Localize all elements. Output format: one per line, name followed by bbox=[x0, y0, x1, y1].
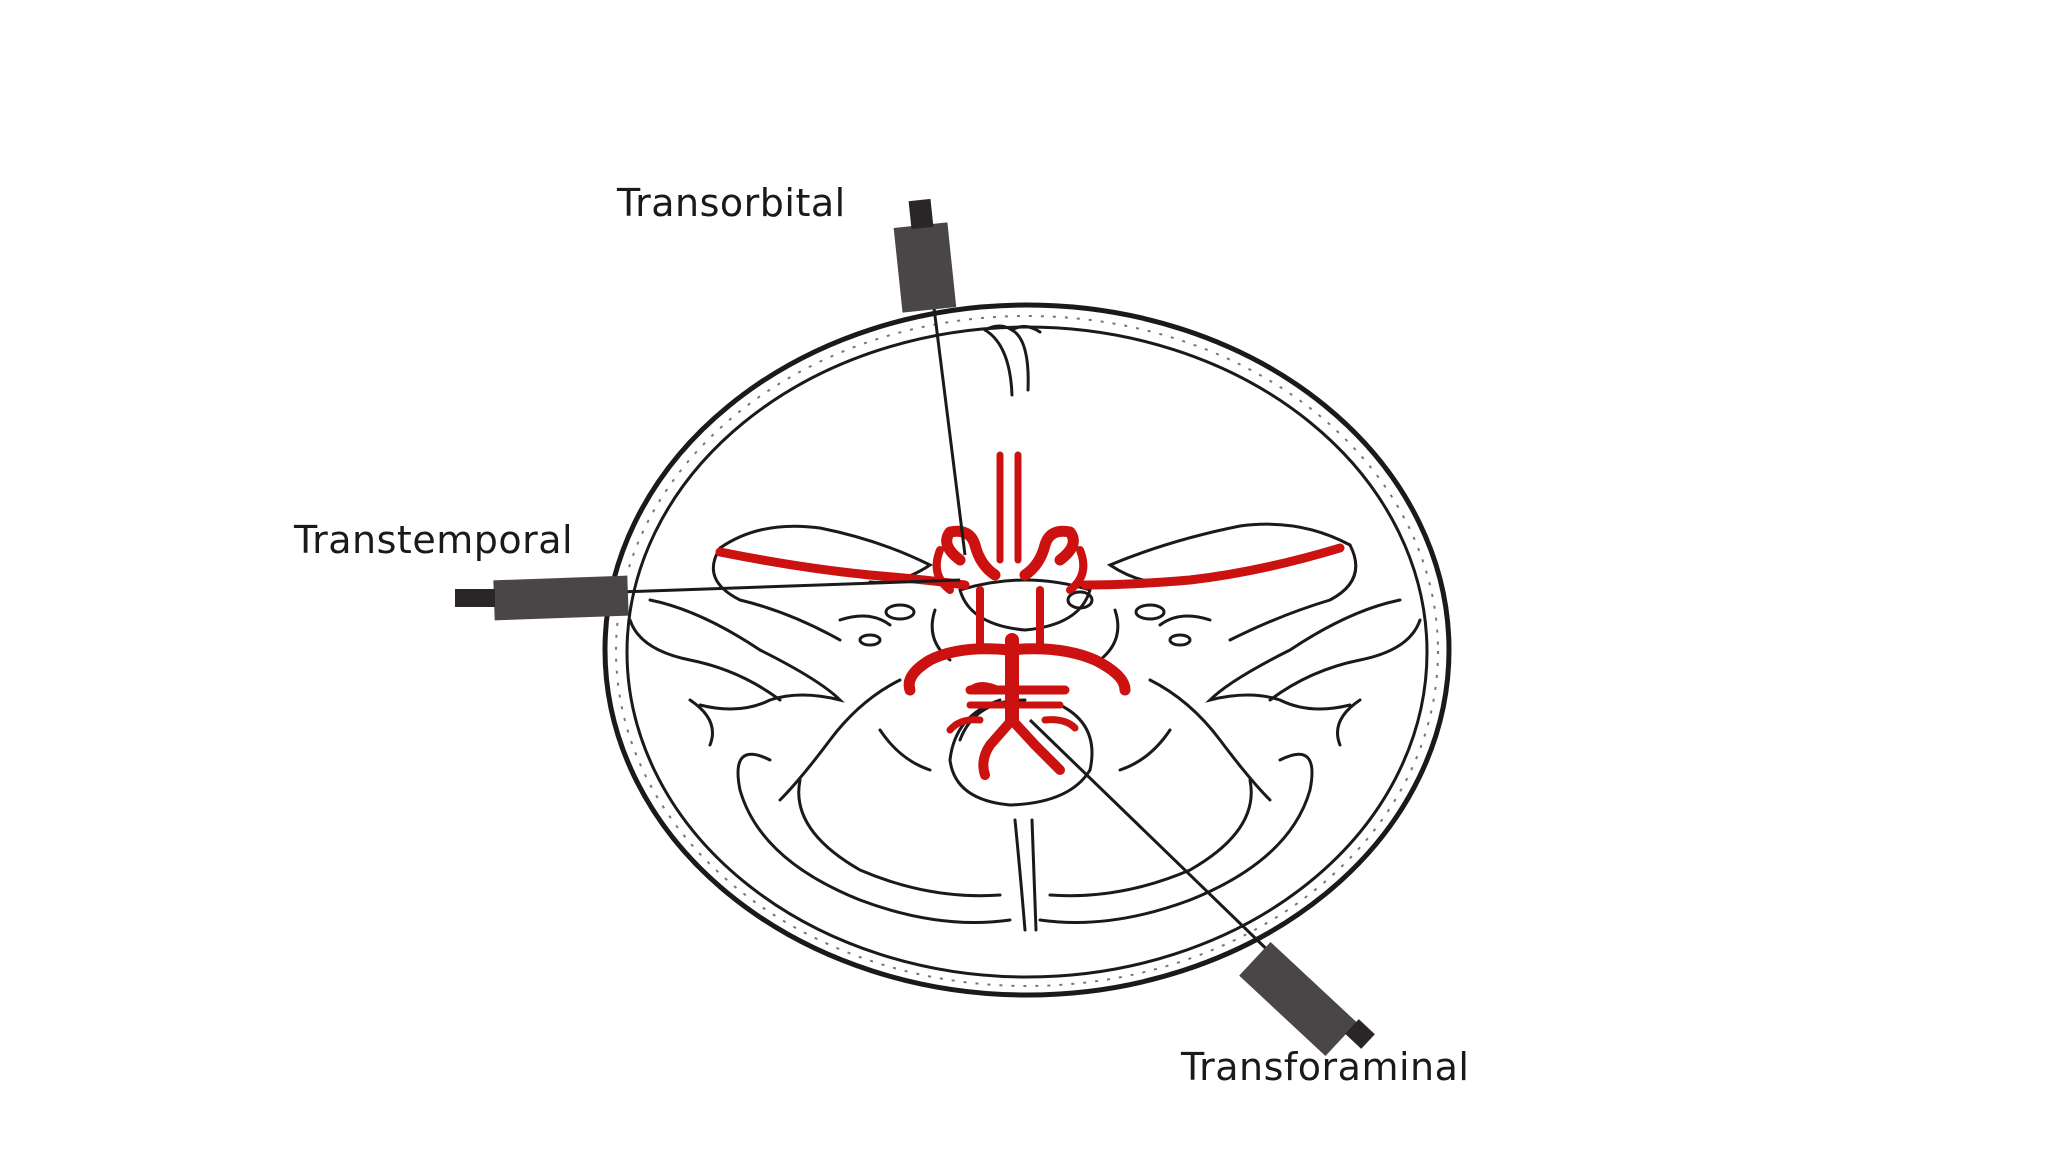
transtemporal-label: Transtemporal bbox=[294, 518, 574, 562]
transtemporal-probe bbox=[455, 575, 629, 621]
transforaminal-label: Transforaminal bbox=[1181, 1045, 1470, 1089]
transforaminal-probe bbox=[1239, 941, 1375, 1057]
skull-base bbox=[628, 324, 1422, 932]
insonation-beams bbox=[619, 299, 1285, 967]
arteries bbox=[715, 451, 1345, 780]
transorbital-label: Transorbital bbox=[617, 181, 846, 225]
transorbital-probe bbox=[893, 198, 957, 313]
